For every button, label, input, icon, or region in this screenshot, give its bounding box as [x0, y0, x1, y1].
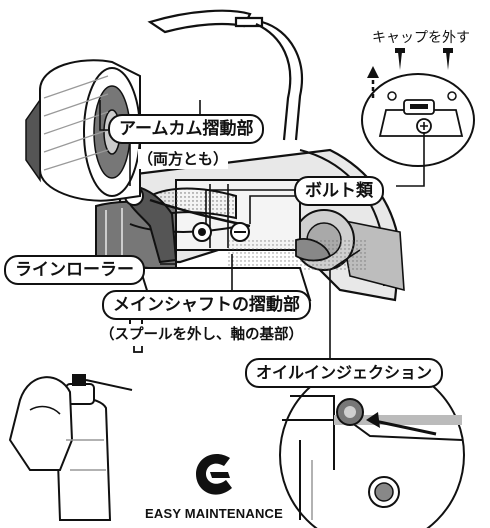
line-roller-label: ラインローラー: [4, 255, 145, 285]
cap-note-label: キャップを外す: [372, 30, 470, 46]
arm-cam-label: アームカム摺動部: [108, 114, 265, 144]
oil-injection-inset: [279, 362, 465, 528]
handle-arm: [147, 9, 303, 141]
main-shaft-label: メインシャフトの摺動部: [102, 290, 311, 320]
line-roller-part: [295, 238, 332, 262]
bolts-label: ボルト類: [294, 176, 384, 206]
easy-maintenance-logo-text: EASY MAINTENANCE: [144, 506, 284, 521]
oil-can-illustration: [8, 374, 133, 521]
arm-cam-sub-label: （両方とも）: [138, 149, 229, 169]
oil-injection-label: オイルインジェクション: [245, 358, 444, 388]
bolt-heads: [192, 222, 250, 242]
cap-removal-inset: [361, 48, 475, 187]
main-shaft-sub-label: （スプールを外し、軸の基部）: [100, 324, 303, 346]
easy-maintenance-logo-icon: [196, 453, 232, 495]
